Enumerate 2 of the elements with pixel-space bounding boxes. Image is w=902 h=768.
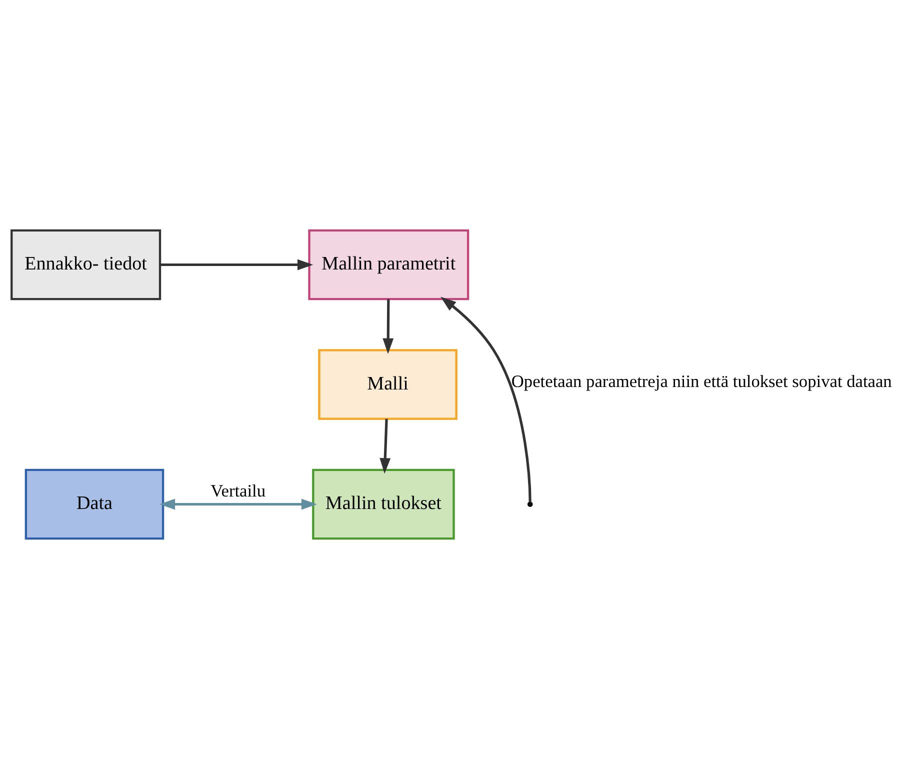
- edge-label: Opetetaan parametreja niin että tulokset sopivat dataan: [511, 371, 892, 390]
- edge-label: Vertailu: [210, 480, 266, 500]
